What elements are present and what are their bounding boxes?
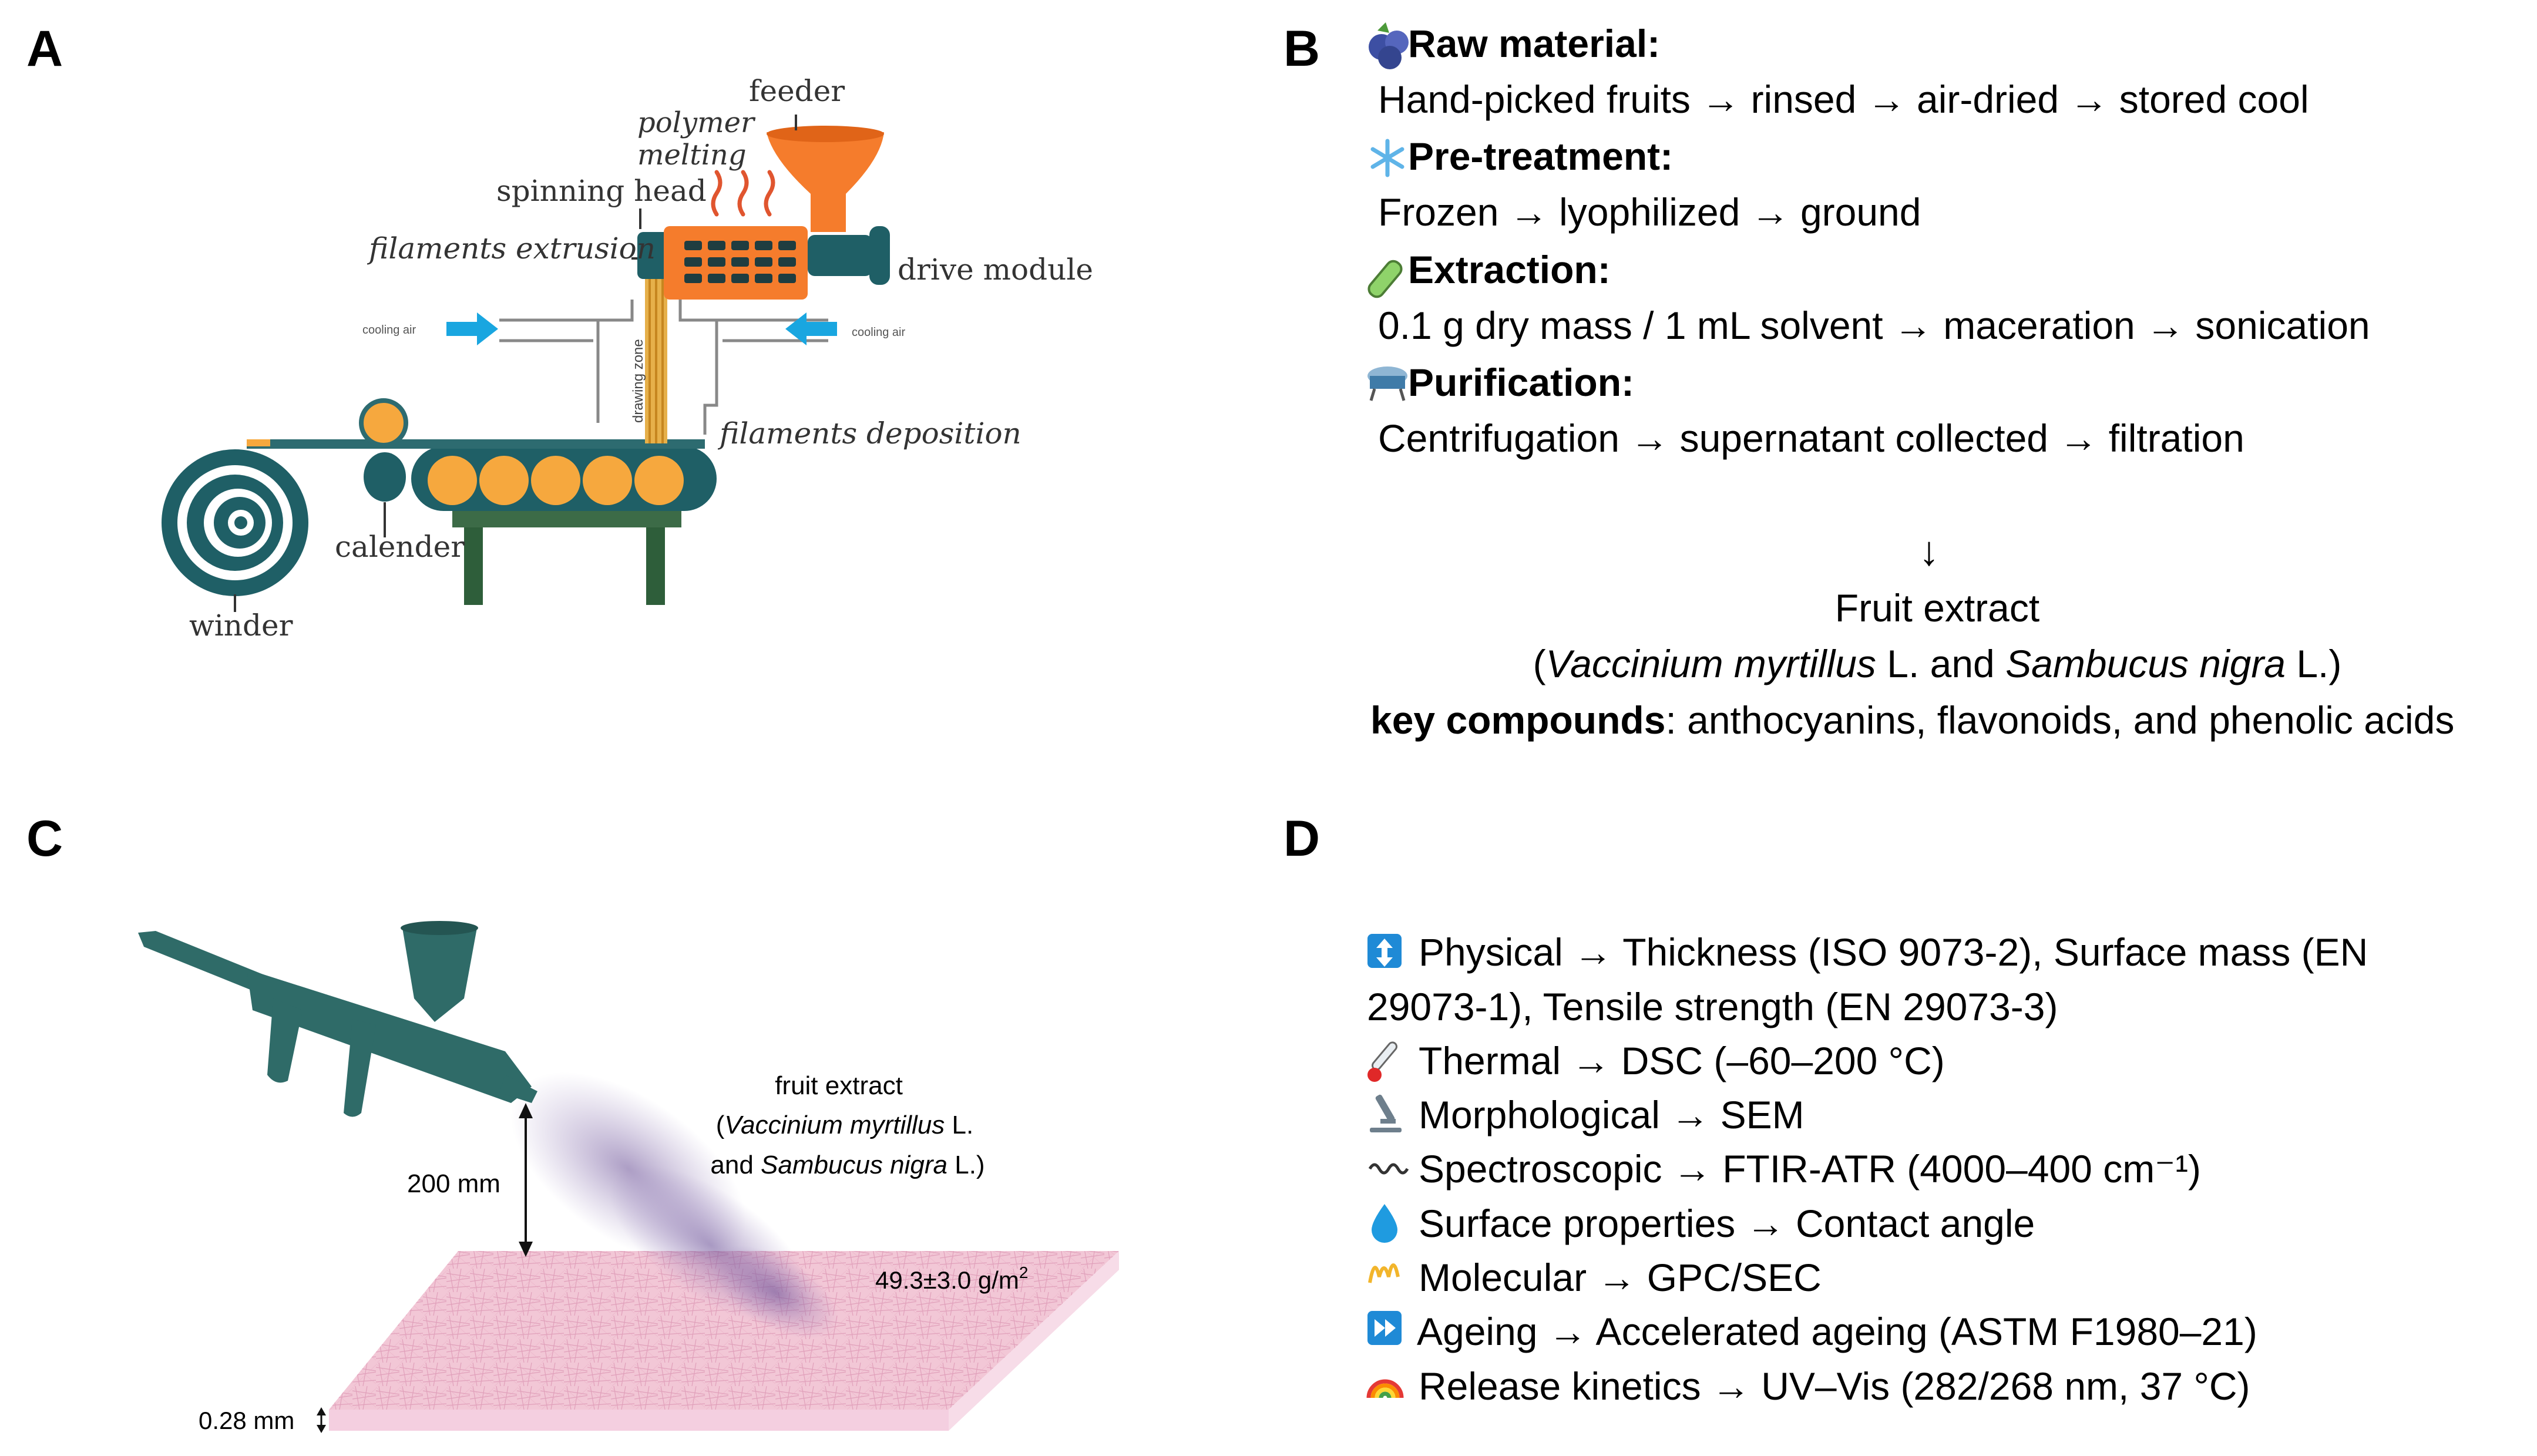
rainbow-icon xyxy=(1366,1379,1404,1398)
cooling-air-arrow-right xyxy=(785,312,837,345)
thickness-label: 0.28 mm xyxy=(199,1407,294,1434)
drawing-zone-label: drawing zone xyxy=(630,339,646,423)
snowflake-icon xyxy=(1370,139,1404,177)
morphological-item: Morphological → SEM xyxy=(1419,1093,1805,1136)
cooling-air-arrow-left xyxy=(446,312,498,345)
fast-forward-icon xyxy=(1367,1311,1402,1345)
calender-bottom-roller xyxy=(364,452,406,502)
raw-material-title: Raw material: xyxy=(1408,22,1660,65)
conveyor-rollers xyxy=(428,456,684,505)
spinning-head-label: spinning head xyxy=(496,174,707,208)
up-down-arrow-icon xyxy=(1367,934,1402,968)
drive-module-label: drive module xyxy=(898,253,1093,287)
raw-material-text: Hand-picked fruits → rinsed → air-dried … xyxy=(1378,78,2309,121)
pre-treatment-text: Frozen → lyophilized → ground xyxy=(1378,190,1921,234)
calender-top-roller xyxy=(359,398,408,448)
characterization-list: Physical → Thickness (ISO 9073-2), Surfa… xyxy=(1366,930,2368,1408)
drive-module xyxy=(869,226,890,285)
fabric-sheet-edge xyxy=(329,1410,949,1431)
pre-treatment-title: Pre-treatment: xyxy=(1408,134,1673,178)
extraction-title: Extraction: xyxy=(1408,248,1611,291)
airbrush-coating-diagram: 200 mm fruit extract (Vaccinium myrtillu… xyxy=(138,921,1119,1434)
winder-label: winder xyxy=(189,608,293,643)
thermometer-icon xyxy=(1367,1041,1397,1082)
panel-d-letter: D xyxy=(1283,811,1320,867)
panel-a-letter: A xyxy=(26,21,63,77)
blueberry-icon xyxy=(1369,22,1409,69)
wave-icon xyxy=(1368,1163,1409,1175)
airbrush-icon xyxy=(138,921,537,1117)
fruit-extract-species: (Vaccinium myrtillus L. and Sambucus nig… xyxy=(1533,642,2342,685)
surface-mass-label: 49.3±3.0 g/m2 xyxy=(875,1263,1028,1294)
extraction-workflow: Raw material: Hand-picked fruits → rinse… xyxy=(1367,22,2454,742)
spunbond-machine-diagram: drawing zone cooling air cooling air xyxy=(162,74,1093,643)
thermal-item: Thermal → DSC (–60–200 °C) xyxy=(1419,1039,1945,1082)
melting-label: melting xyxy=(637,139,747,172)
purification-text: Centrifugation → supernatant collected →… xyxy=(1378,416,2244,460)
calender-label: calender xyxy=(335,530,465,564)
physical-item-line1: Physical → Thickness (ISO 9073-2), Surfa… xyxy=(1419,930,2368,974)
cooling-air-label-left: cooling air xyxy=(362,324,416,337)
spray-extract-line2: (Vaccinium myrtillus L. xyxy=(716,1111,973,1139)
release-kinetics-item: Release kinetics → UV–Vis (282/268 nm, 3… xyxy=(1419,1364,2250,1408)
nonwoven-web-strip xyxy=(247,439,705,449)
extraction-text: 0.1 g dry mass / 1 mL solvent → macerati… xyxy=(1378,304,2370,347)
surface-properties-item: Surface properties → Contact angle xyxy=(1419,1202,2035,1245)
droplet-icon xyxy=(1372,1204,1397,1243)
feeder-hopper xyxy=(767,132,884,232)
drive-shaft xyxy=(808,235,872,276)
molecular-item: Molecular → GPC/SEC xyxy=(1419,1256,1822,1299)
panel-b-letter: B xyxy=(1283,21,1320,77)
purification-title: Purification: xyxy=(1408,361,1634,404)
winder-roll xyxy=(162,449,308,596)
table-leg-left xyxy=(464,517,483,605)
cooling-air-label-right: cooling air xyxy=(852,326,906,339)
feeder-label: feeder xyxy=(749,74,845,108)
test-tube-icon xyxy=(1367,260,1403,298)
physical-item-line2: 29073-1), Tensile strength (EN 29073-3) xyxy=(1367,985,2058,1028)
centrifuge-icon xyxy=(1367,366,1407,401)
chromatogram-icon xyxy=(1368,1263,1400,1283)
heat-waves-icon xyxy=(711,170,775,217)
fruit-extract-heading: Fruit extract xyxy=(1835,586,2039,630)
spray-extract-line1: fruit extract xyxy=(775,1071,903,1100)
spray-cloud xyxy=(510,1072,839,1339)
down-arrow: ↓ xyxy=(1919,528,1940,574)
extruder-vents xyxy=(684,241,796,283)
polymer-label: polymer xyxy=(637,106,756,139)
filaments-extrusion-label: filaments extrusion xyxy=(367,231,656,265)
table-leg-right xyxy=(646,517,665,605)
spray-distance-label: 200 mm xyxy=(407,1169,500,1198)
ageing-item: Ageing → Accelerated ageing (ASTM F1980–… xyxy=(1417,1310,2257,1353)
microscope-icon xyxy=(1370,1094,1402,1132)
panel-c-letter: C xyxy=(26,811,63,867)
filaments-deposition-label: filaments deposition xyxy=(717,416,1021,450)
nonwoven-fabric-sheet xyxy=(329,1251,1119,1410)
key-compounds: key compounds: anthocyanins, flavonoids,… xyxy=(1370,698,2454,742)
spectroscopic-item: Spectroscopic → FTIR-ATR (4000–400 cm⁻¹) xyxy=(1419,1147,2201,1191)
spray-extract-line3: and Sambucus nigra L.) xyxy=(710,1151,984,1179)
